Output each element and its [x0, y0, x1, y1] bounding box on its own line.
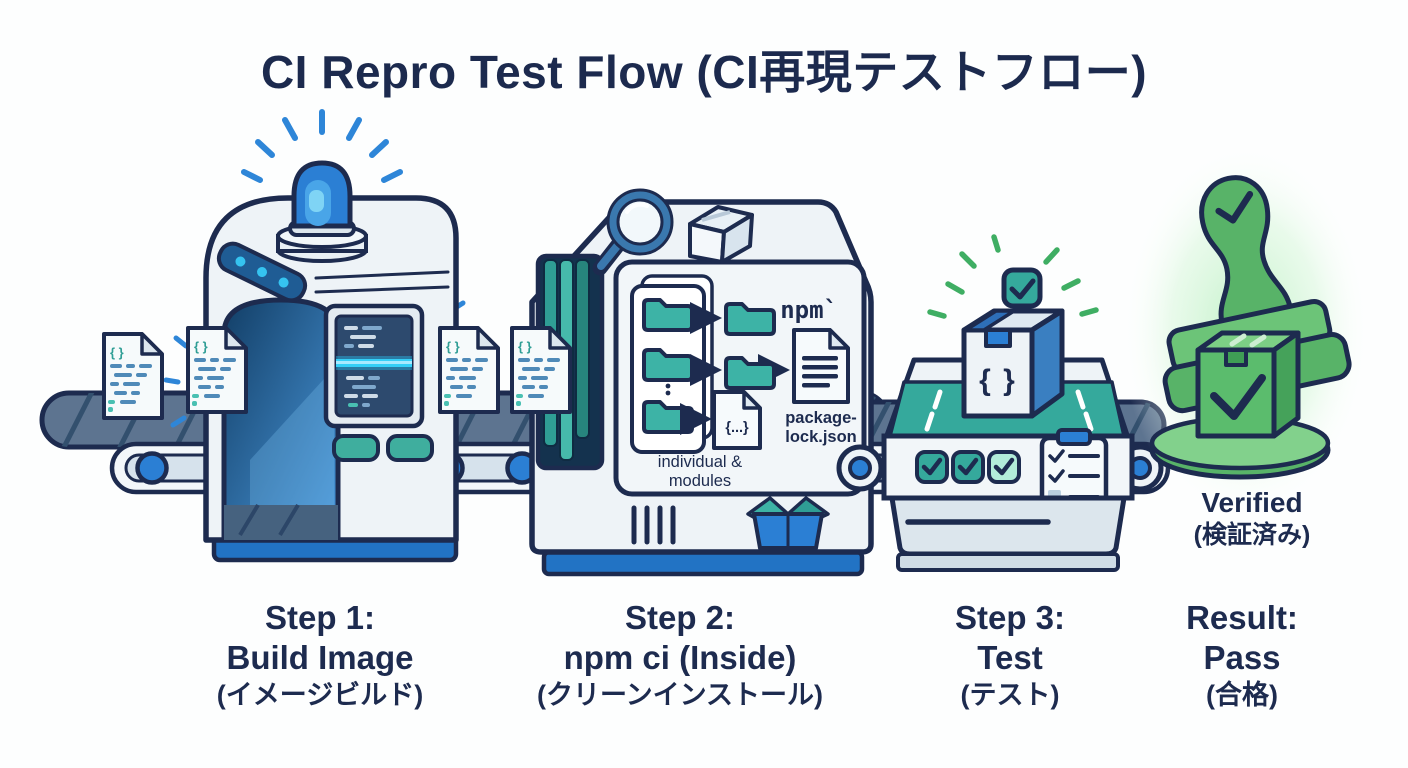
build-machine	[163, 109, 473, 563]
check-badge-icon	[1001, 267, 1043, 309]
folder-icon	[724, 302, 776, 336]
step3-line1: Step 3:	[954, 599, 1066, 636]
verified-line1: Verified	[1201, 487, 1303, 518]
scanner-tunnel	[221, 297, 341, 543]
code-documents: { } { } { } { }	[102, 326, 572, 420]
page-title: CI Repro Test Flow (CI再現テストフロー)	[260, 46, 1148, 98]
package-lock-file-icon	[792, 328, 850, 404]
package-lock-label-2: lock.json	[785, 428, 857, 446]
package-icon	[688, 205, 754, 264]
indicator-strip	[216, 241, 308, 303]
npm-install-machine: npm` package- lock.json	[529, 188, 874, 577]
test-machine: { }	[836, 234, 1164, 572]
svg-text:{ }: { }	[518, 339, 532, 354]
step2-label: Step 2: npm ci (Inside) (クリーンインストール)	[470, 598, 890, 711]
verified-label: Verified (検証済み)	[1140, 486, 1364, 550]
verified-package-icon	[1195, 330, 1301, 439]
test-base	[896, 552, 1120, 572]
check-squares	[915, 450, 1021, 484]
machine2-base	[541, 549, 865, 577]
npm-logo: npm`	[780, 296, 838, 324]
result-line1: Result:	[1186, 599, 1298, 636]
verified-line2-jp: (検証済み)	[1193, 520, 1311, 549]
code-document-icon: { }	[186, 326, 248, 414]
code-document-icon: { }	[102, 332, 164, 420]
test-lower-body	[889, 495, 1127, 557]
code-document-icon: { }	[510, 326, 572, 414]
svg-text:{ }: { }	[446, 339, 460, 354]
step3-label: Step 3: Test (テスト)	[880, 598, 1140, 711]
modules-label-2: modules	[669, 472, 731, 490]
step3-line3-jp: (テスト)	[960, 679, 1060, 710]
result-label: Result: Pass (合格)	[1117, 598, 1367, 711]
step1-line3-jp: (イメージビルド)	[216, 679, 424, 710]
scanner-screen	[323, 303, 425, 429]
folder-icon	[724, 356, 776, 390]
step3-line2: Test	[977, 639, 1043, 677]
step1-line1: Step 1:	[264, 599, 376, 636]
module-stack	[630, 274, 714, 454]
deck-lane-marks	[924, 389, 1094, 432]
siren-icon	[276, 160, 368, 263]
step2-line1: Step 2:	[624, 599, 736, 636]
step2-line2: npm ci (Inside)	[563, 639, 797, 677]
svg-text:{ }: { }	[110, 345, 124, 360]
step2-line3-jp: (クリーンインストール)	[536, 679, 824, 710]
step1-line2: Build Image	[226, 639, 414, 677]
package-lock-label-1: package-	[785, 409, 857, 427]
folder-icon	[642, 298, 694, 332]
svg-text:{ }: { }	[194, 339, 208, 354]
machine1-button	[386, 434, 434, 462]
open-box-icon	[746, 496, 830, 550]
svg-text:{ }: { }	[979, 364, 1017, 397]
check-badge-rays	[927, 234, 1099, 319]
result-line2: Pass	[1203, 639, 1281, 677]
install-arrows	[680, 302, 790, 435]
folder-icon	[642, 348, 694, 382]
machine2-vents	[631, 505, 676, 545]
test-package-icon: { }	[961, 308, 1065, 419]
magnifier-icon	[592, 188, 674, 276]
verified-stamp-area	[1121, 142, 1371, 518]
json-file-icon: {...}	[712, 390, 762, 450]
result-line3-jp: (合格)	[1206, 679, 1278, 710]
siren-rays	[241, 109, 403, 183]
machine1-button	[332, 434, 380, 462]
step1-label: Step 1: Build Image (イメージビルド)	[110, 598, 530, 711]
svg-text:{...}: {...}	[725, 420, 749, 436]
folder-icon	[642, 400, 694, 434]
modules-label-1: individual &	[658, 453, 742, 471]
code-document-icon: { }	[438, 326, 500, 414]
